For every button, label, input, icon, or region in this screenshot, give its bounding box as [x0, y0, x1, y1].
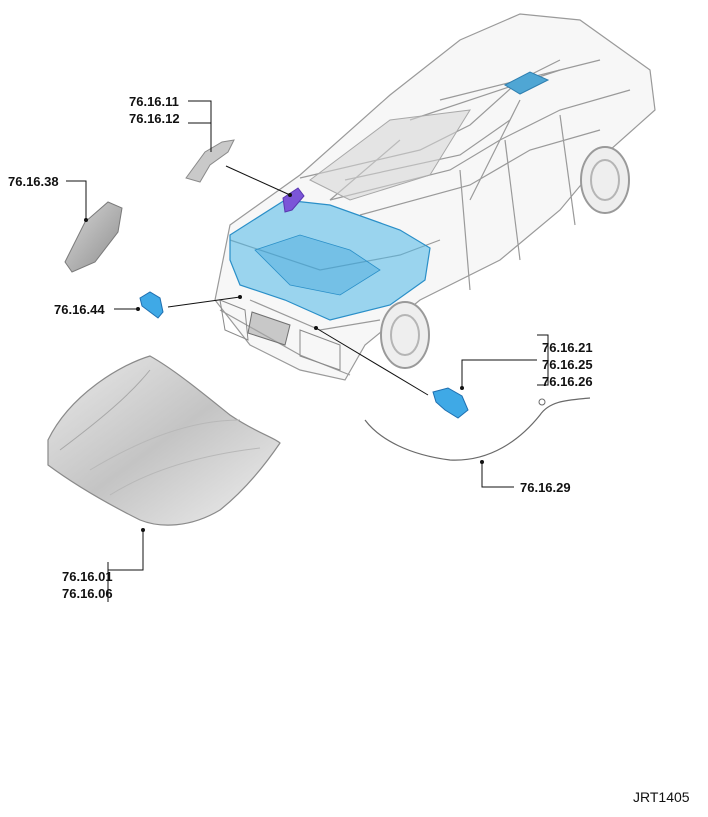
callout-label: 76.16.25	[542, 357, 593, 372]
callout-label: 76.16.44	[54, 302, 105, 317]
front-wheel	[380, 301, 430, 369]
sunroof-panel	[503, 71, 550, 95]
front-grille	[219, 299, 341, 371]
leader-dots	[84, 193, 484, 532]
engine-bay-detail	[254, 234, 381, 296]
diagram-reference: JRT1405	[633, 789, 690, 805]
engine-bay-highlight	[229, 199, 431, 321]
callout-label: 76.16.38	[8, 174, 59, 189]
callout-label: 76.16.29	[520, 480, 571, 495]
rear-wheel	[580, 146, 630, 214]
windscreen	[309, 109, 471, 201]
callout-label: 76.16.12	[129, 111, 180, 126]
bonnet-release-bracket	[185, 139, 235, 183]
release-cable	[364, 397, 591, 461]
bonnet-panel	[47, 355, 281, 526]
callout-label: 76.16.01	[62, 569, 113, 584]
callout-label: 76.16.26	[542, 374, 593, 389]
callout-label: 76.16.06	[62, 586, 113, 601]
callout-label: 76.16.11	[129, 94, 179, 109]
callout-label: 76.16.21	[542, 340, 593, 355]
bonnet-latch	[432, 387, 469, 419]
leader-lines	[66, 100, 549, 602]
bonnet-insulation-pad	[64, 201, 123, 273]
bonnet-hinge-left	[139, 291, 164, 319]
release-handle-highlight	[282, 187, 305, 213]
